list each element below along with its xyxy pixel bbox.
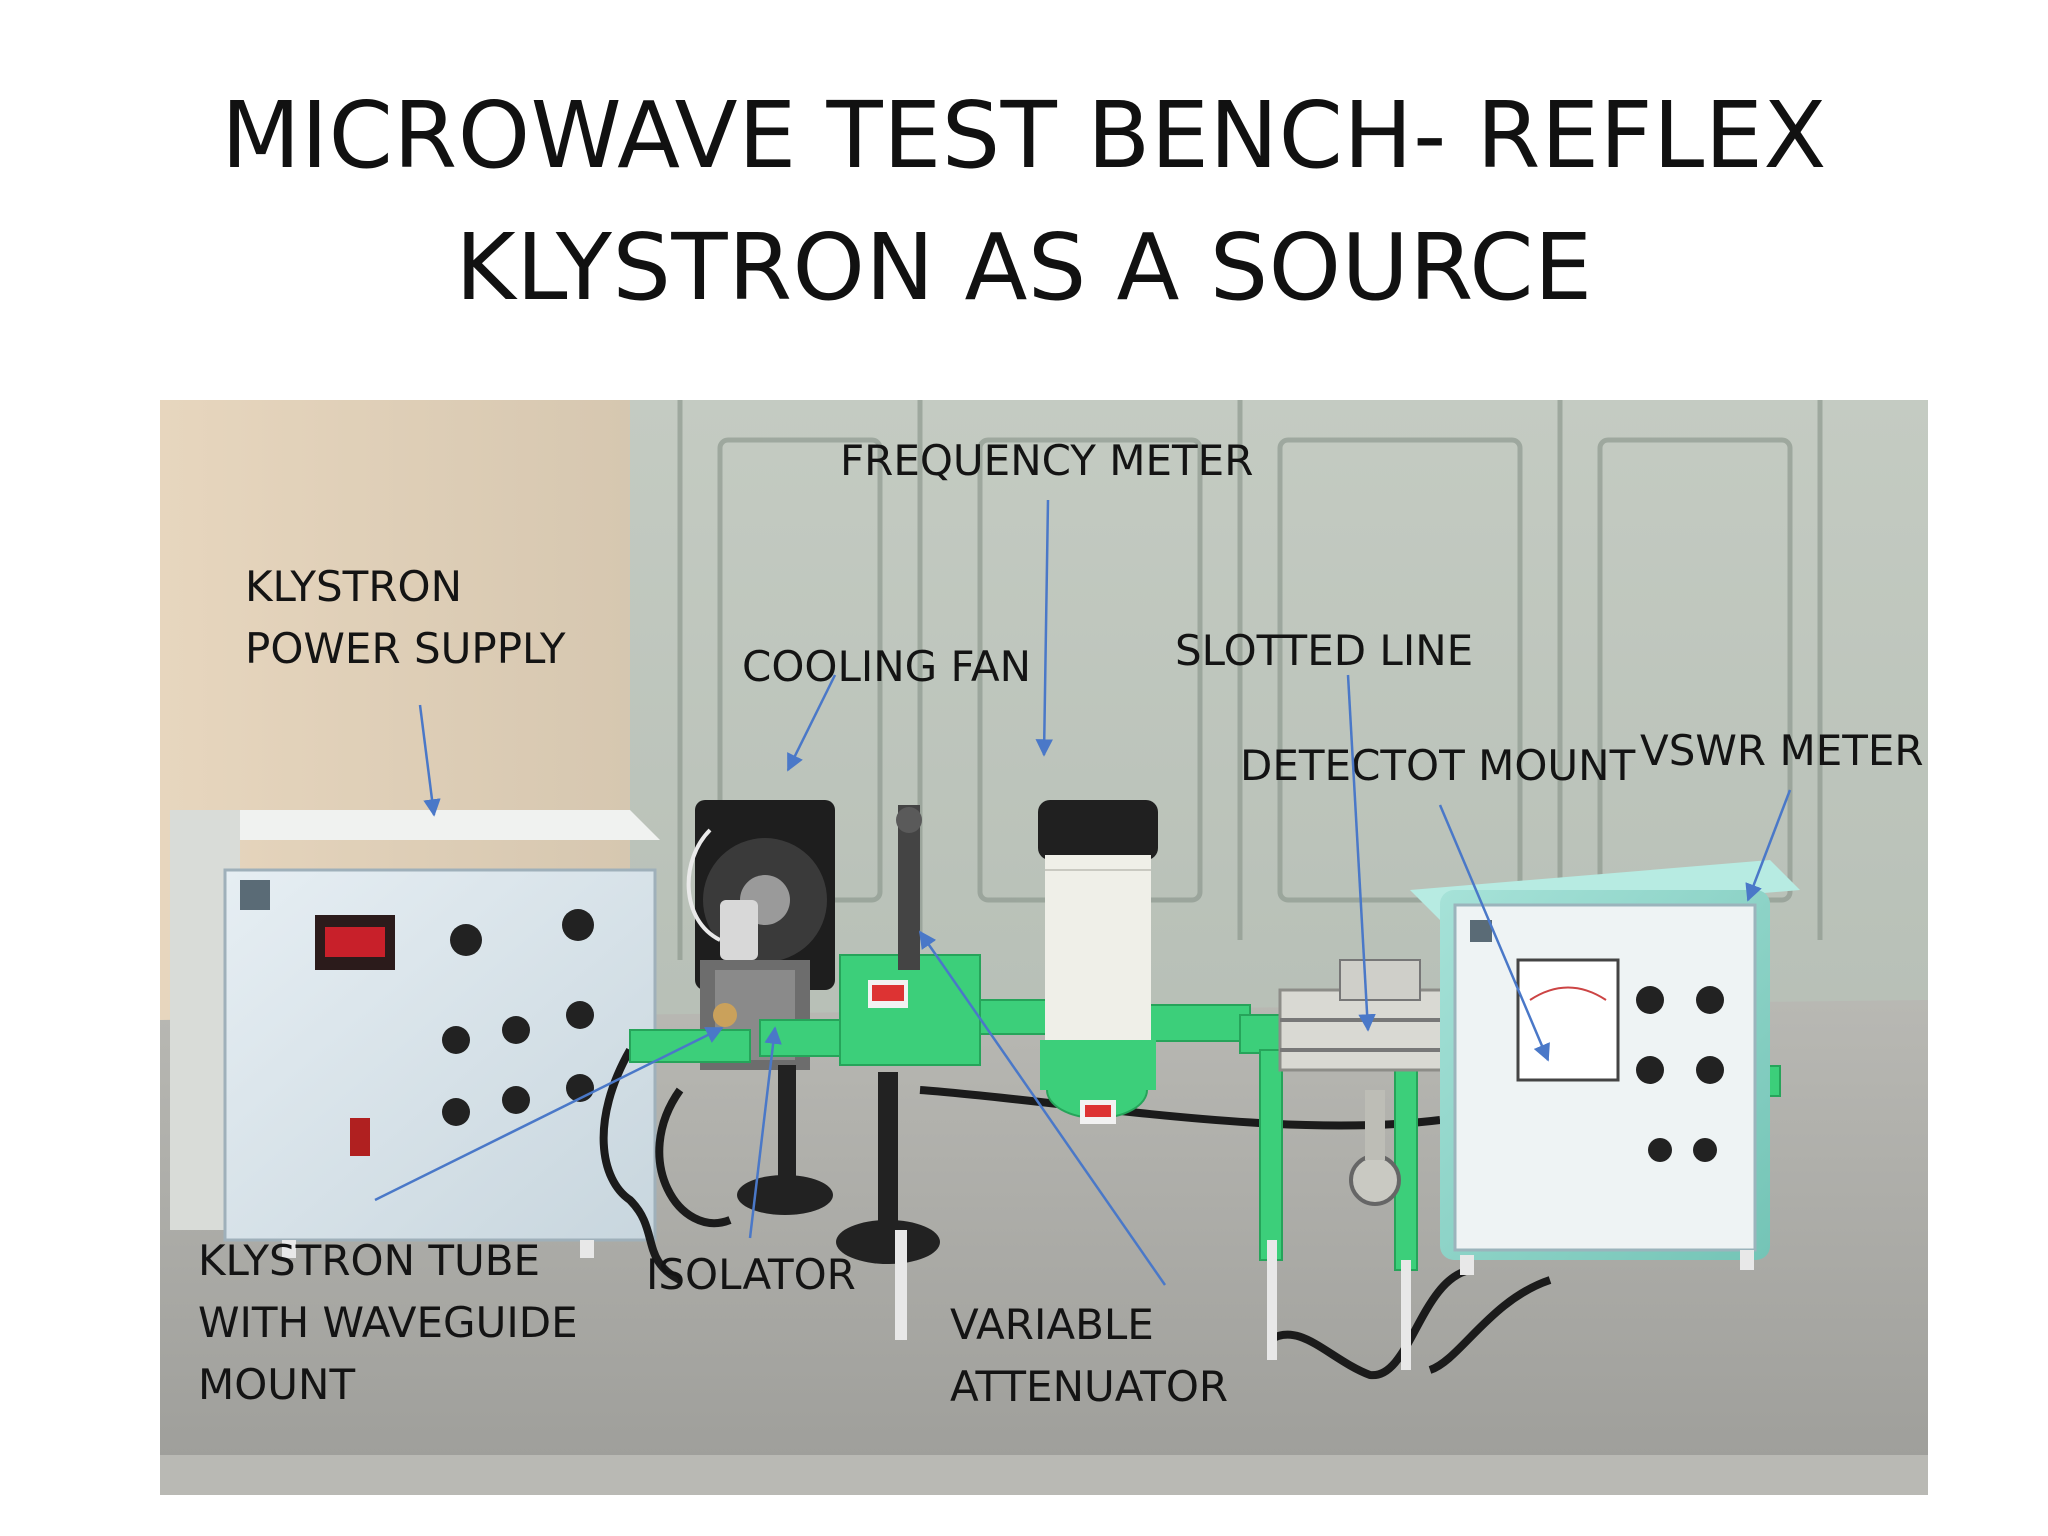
cooling-fan [686, 800, 835, 990]
label-klystron-tube: KLYSTRON TUBE WITH WAVEGUIDE MOUNT [198, 1230, 578, 1416]
label-klystron-tube-line-1: KLYSTRON TUBE [198, 1236, 541, 1285]
label-klystron-power-supply-line-2: POWER SUPPLY [245, 624, 566, 673]
label-frequency-meter: FREQUENCY METER [840, 436, 1254, 485]
label-cooling-fan: COOLING FAN [742, 642, 1031, 691]
title-line-2: KLYSTRON AS A SOURCE [455, 214, 1593, 321]
label-variable-attenuator-line-1: VARIABLE [950, 1300, 1154, 1349]
klystron-power-supply [170, 810, 660, 1258]
label-variable-attenuator-line-2: ATTENUATOR [950, 1362, 1229, 1411]
label-vswr-meter: VSWR METER [1640, 726, 1924, 775]
label-slotted-line: SLOTTED LINE [1175, 626, 1474, 675]
variable-attenuator [868, 805, 922, 1008]
label-variable-attenuator: VARIABLE ATTENUATOR [950, 1294, 1228, 1418]
frequency-meter [1038, 800, 1158, 1124]
label-isolator: ISOLATOR [646, 1250, 856, 1299]
title-line-1: MICROWAVE TEST BENCH- REFLEX [221, 82, 1827, 189]
label-klystron-tube-line-2: WITH WAVEGUIDE [198, 1298, 578, 1347]
label-klystron-tube-line-3: MOUNT [198, 1360, 356, 1409]
slide-title: MICROWAVE TEST BENCH- REFLEX KLYSTRON AS… [0, 70, 2048, 334]
label-detector-mount: DETECTOT MOUNT [1240, 741, 1636, 790]
label-klystron-power-supply: KLYSTRON POWER SUPPLY [245, 556, 566, 680]
vswr-meter [1410, 860, 1800, 1275]
label-klystron-power-supply-line-1: KLYSTRON [245, 562, 462, 611]
bench-edge [160, 1455, 1928, 1495]
